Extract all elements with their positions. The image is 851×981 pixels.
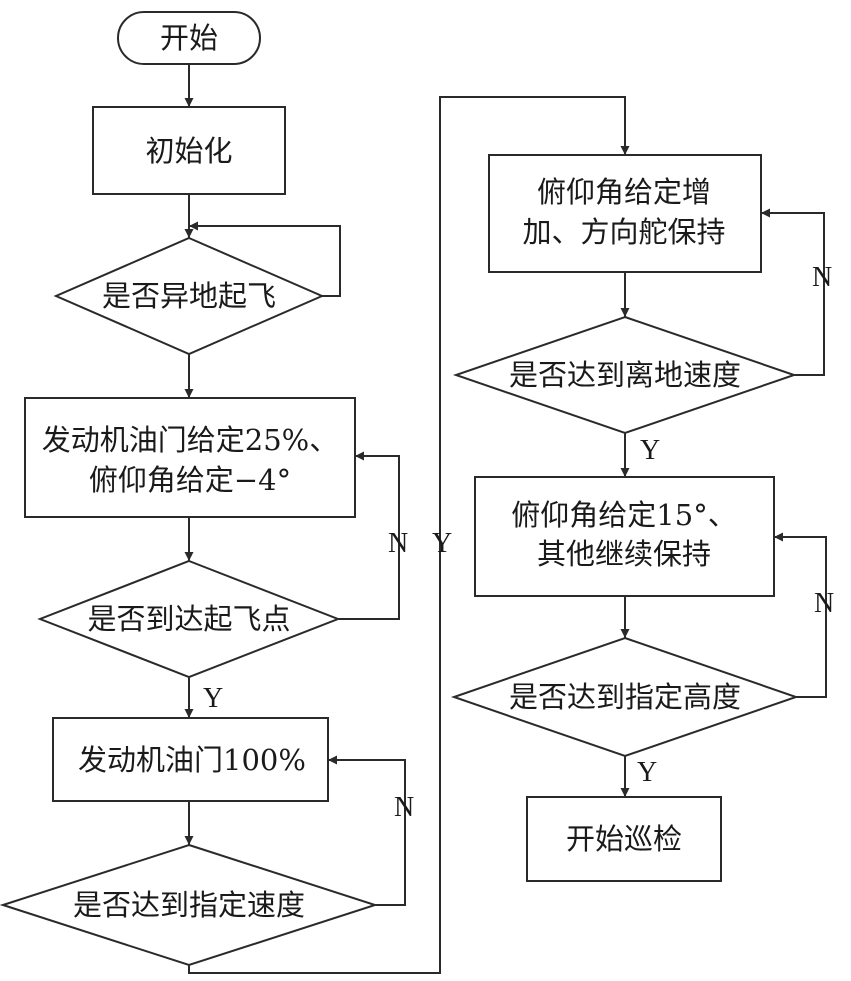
decision-ground-takeoff-label: 是否异地起飞 (102, 279, 276, 313)
start-patrol-label: 开始巡检 (566, 822, 682, 856)
pitch-15-line1: 俯仰角给定15°、 (511, 498, 736, 532)
decision-specified-height-label: 是否达到指定高度 (509, 680, 741, 714)
throttle-25-box (24, 397, 356, 518)
takeoff-no-label: N (388, 528, 408, 559)
speed-yes-label: Y (432, 528, 452, 559)
pitch-increase-line2: 加、方向舵保持 (522, 215, 725, 249)
loop-ground-takeoff (189, 221, 341, 297)
start-patrol-box (526, 796, 722, 882)
liftoff-yes-label: Y (640, 435, 660, 466)
height-no-label: N (814, 588, 834, 619)
loop-takeoff-point-no (338, 451, 400, 620)
takeoff-yes-label: Y (203, 683, 223, 714)
pitch-increase-line1: 俯仰角给定增 (537, 175, 711, 209)
loop-height-no (774, 532, 827, 698)
decision-takeoff-point-label: 是否到达起飞点 (87, 602, 290, 636)
speed-no-label: N (394, 792, 414, 823)
throttle-25-line1: 发动机油门给定25%、 (42, 423, 338, 457)
init-box (92, 106, 286, 195)
liftoff-no-label: N (812, 262, 832, 293)
init-label: 初始化 (145, 134, 232, 168)
pitch-increase-box (488, 154, 762, 273)
pitch-15-box (474, 476, 775, 597)
loop-speed-no (328, 755, 406, 906)
throttle-25-line2: 俯仰角给定−4° (89, 463, 291, 497)
pitch-15-line2: 其他继续保持 (537, 537, 711, 571)
connector-speed-yes-to-right-column (188, 96, 630, 974)
decision-specified-speed-label: 是否达到指定速度 (73, 888, 305, 922)
decision-liftoff-speed-label: 是否达到离地速度 (509, 358, 741, 392)
start-label: 开始 (160, 21, 218, 55)
throttle-100-label: 发动机油门100% (78, 743, 306, 777)
loop-liftoff-no (761, 208, 825, 376)
height-yes-label: Y (637, 757, 657, 788)
